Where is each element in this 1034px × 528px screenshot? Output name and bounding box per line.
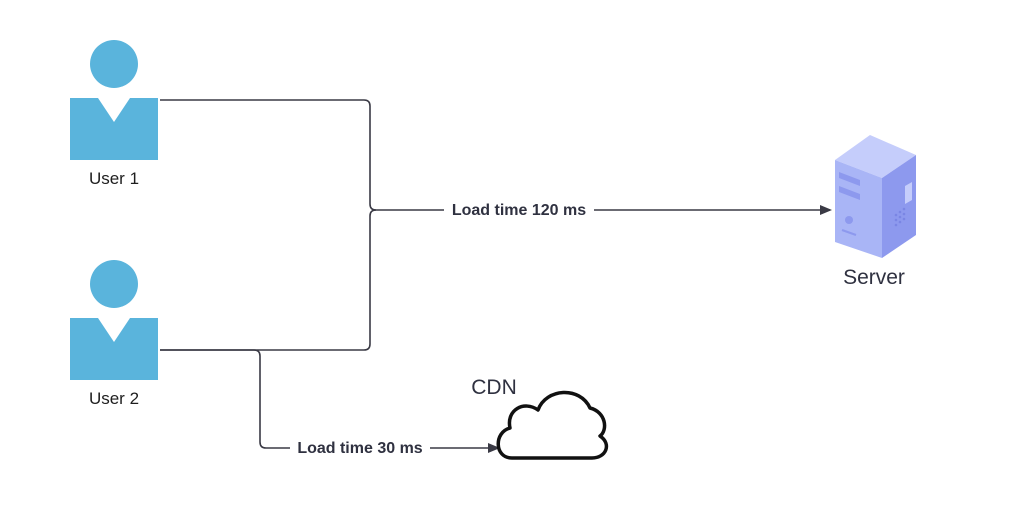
server-node[interactable]: Server: [835, 135, 916, 289]
edge-label-30ms-text: Load time 30 ms: [297, 440, 422, 457]
server-label: Server: [843, 266, 905, 289]
user1-node[interactable]: User 1: [70, 40, 158, 188]
server-icon: [835, 135, 916, 258]
cdn-node[interactable]: CDN: [471, 376, 609, 460]
cloud-icon: [496, 390, 609, 460]
user1-label: User 1: [89, 169, 139, 188]
user1-icon: [70, 40, 158, 160]
connectors: [160, 99, 832, 453]
connector-user1-to-server[interactable]: [160, 99, 832, 215]
connector-user2-to-server[interactable]: [160, 209, 377, 351]
user2-label: User 2: [89, 389, 139, 408]
user2-node[interactable]: User 2: [70, 260, 158, 408]
edge-label-120ms: Load time 120 ms: [444, 200, 594, 220]
connector-user2-to-cdn[interactable]: [160, 349, 500, 453]
user2-icon: [70, 260, 158, 380]
cdn-label: CDN: [471, 376, 517, 399]
edge-label-120ms-text: Load time 120 ms: [452, 202, 586, 219]
edge-label-30ms: Load time 30 ms: [290, 438, 430, 458]
